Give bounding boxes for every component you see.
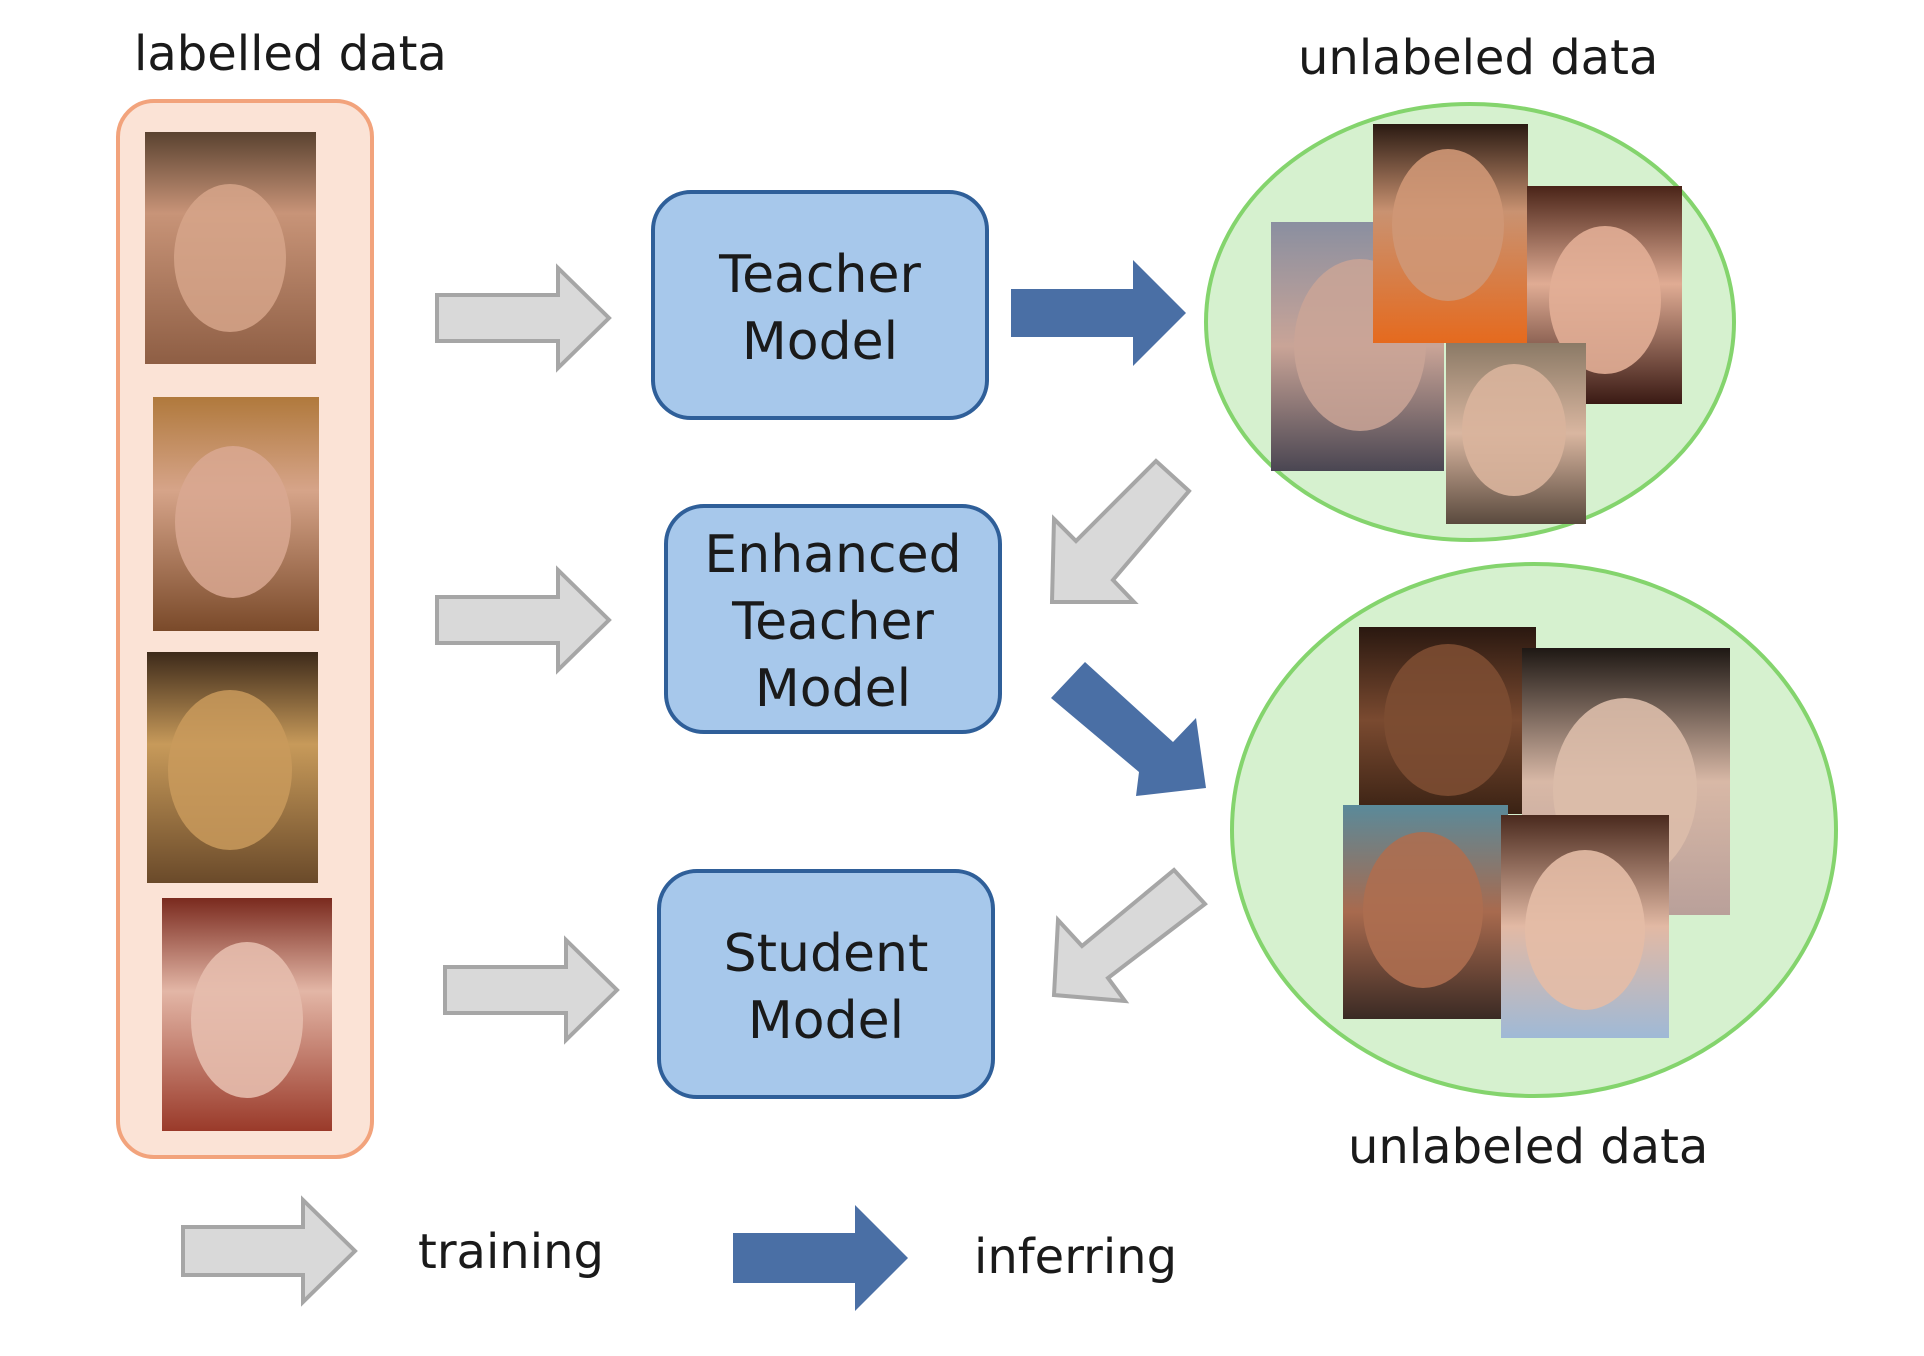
inferring-arrow-enhanced-to-unlabeled xyxy=(1051,662,1206,796)
training-arrow-unlabeled-to-enhanced xyxy=(1049,458,1192,604)
enhanced-teacher-line-3: Model xyxy=(755,659,911,719)
unlabeled-bottom-title: unlabeled data xyxy=(1348,1119,1708,1175)
unlabeled-face-top-2 xyxy=(1373,124,1528,343)
student-model-line-2: Model xyxy=(748,991,904,1051)
labelled-data-title: labelled data xyxy=(134,26,447,82)
labelled-face-2 xyxy=(153,397,319,631)
student-model-line-1: Student xyxy=(724,924,929,984)
enhanced-teacher-line-1: Enhanced xyxy=(704,525,961,585)
training-arrow-to-student xyxy=(443,935,620,1045)
teacher-model-line-2: Model xyxy=(742,312,898,372)
unlabeled-face-bottom-4 xyxy=(1501,815,1669,1038)
inferring-arrow-teacher-to-unlabeled xyxy=(1011,260,1186,366)
teacher-model-line-1: Teacher xyxy=(718,245,921,305)
teacher-model-box: Teacher Model xyxy=(651,190,989,420)
labelled-face-3 xyxy=(147,652,318,883)
legend-inferring-label: inferring xyxy=(974,1229,1177,1285)
student-model-box: Student Model xyxy=(657,869,995,1099)
enhanced-teacher-model-box: Enhanced Teacher Model xyxy=(664,504,1002,734)
training-arrow-unlabeled-to-student xyxy=(1051,867,1208,1004)
labelled-face-1 xyxy=(145,132,316,364)
legend-training-label: training xyxy=(418,1224,604,1280)
labelled-face-4 xyxy=(162,898,332,1131)
unlabeled-face-bottom-1 xyxy=(1359,627,1536,814)
unlabeled-face-bottom-3 xyxy=(1343,805,1508,1019)
training-arrow-to-enhanced-teacher xyxy=(435,565,612,675)
legend-inferring-arrow xyxy=(733,1205,908,1311)
unlabeled-face-top-4 xyxy=(1446,343,1586,524)
training-arrow-to-teacher xyxy=(435,263,612,373)
enhanced-teacher-line-2: Teacher xyxy=(731,592,934,652)
legend-training-arrow xyxy=(181,1195,358,1307)
unlabeled-top-title: unlabeled data xyxy=(1298,30,1658,86)
